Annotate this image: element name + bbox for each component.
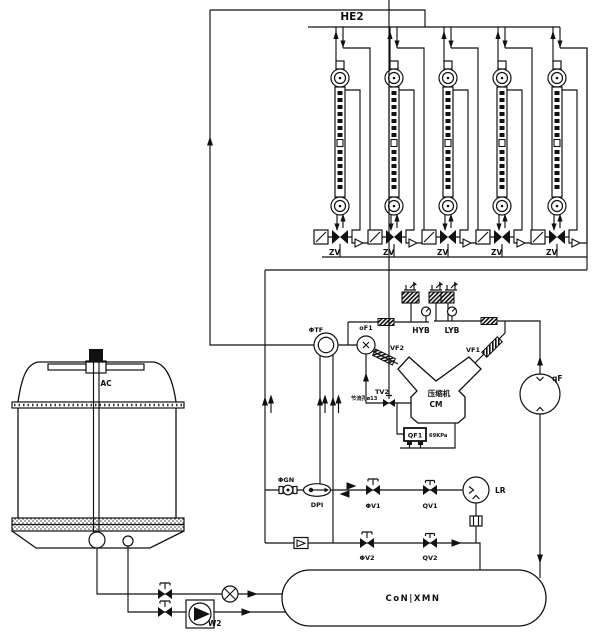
flow-arrow-icon: [346, 482, 357, 490]
sight-glass: [293, 536, 309, 550]
ac-label: AC: [100, 379, 112, 388]
lr-label: LR: [495, 486, 506, 495]
water-loop: W2: [157, 582, 258, 629]
four-way-valve: ΦTF: [309, 326, 339, 358]
zv-label-1: ZV: [329, 248, 340, 257]
zv-label-5: ZV: [546, 248, 557, 257]
bypass-row: ΦV2 QV2: [293, 531, 462, 562]
qf-label: qF: [552, 374, 563, 383]
condenser-vessel: CoN|XMN: [281, 569, 547, 627]
he-column-1: [313, 26, 371, 258]
zv-label-4: ZV: [491, 248, 502, 257]
w2-label: W2: [208, 619, 222, 628]
qf1-pressure-label: 69KPa: [429, 433, 448, 439]
fan-qf: qF: [519, 356, 563, 564]
water-valve-lower: [157, 600, 173, 618]
qv2-label: QV2: [422, 554, 437, 562]
flow-arrow-icon: [241, 608, 252, 616]
liquid-line-row: ΦGN DPI ΦV1 QV1 LR: [278, 476, 506, 527]
four-way-valve-label: ΦTF: [309, 326, 323, 334]
dpi-label: DPI: [311, 501, 324, 509]
vf1-label: VF1: [466, 346, 480, 354]
gn-fitting: ΦGN: [278, 476, 298, 496]
qf1-label: QF1: [408, 432, 423, 440]
flow-arrow-icon: [537, 554, 543, 564]
compressor-id-label: CM: [430, 400, 443, 409]
suction-muffler-icon: [377, 318, 395, 326]
zv-label-3: ZV: [437, 248, 448, 257]
valve-qv1: [422, 479, 438, 496]
flow-arrow-icon: [451, 539, 462, 547]
oil-separator: oF1: [356, 324, 376, 355]
qf1-switch: QF1 69KPa: [403, 427, 448, 445]
hyb-label: HYB: [412, 326, 430, 335]
flow-arrow-icon: [363, 372, 369, 382]
lyb-label: LYB: [445, 326, 460, 335]
flow-arrow-icon: [247, 590, 258, 598]
condenser-label: CoN|XMN: [386, 594, 441, 604]
tv2-valve: TV2 节流孔ø13: [351, 0, 395, 407]
flow-indicator: [221, 585, 239, 603]
level-gauge: LR: [462, 476, 506, 527]
flow-arrows: [207, 136, 342, 406]
v2-label: ΦV2: [359, 554, 374, 562]
he-column-4: [475, 26, 533, 258]
pressure-gauge-icon: [420, 306, 432, 317]
compressor-cn-label: 压缩机: [428, 388, 451, 398]
he-column-5: [530, 26, 588, 258]
cooling-tower: AC: [11, 349, 185, 549]
vf2-label: VF2: [390, 344, 404, 352]
relief-valve-icon: [403, 280, 418, 291]
heat-exchanger-bank: HE2 ZV ZV ZV ZV ZV: [313, 11, 588, 258]
tv2-note: 节流孔ø13: [351, 394, 378, 402]
qv1-label: QV1: [422, 502, 438, 510]
valve-v1: [365, 478, 381, 496]
valve-qv2: [422, 532, 438, 549]
filter-vf1-icon: [481, 336, 503, 358]
discharge-muffler-icon: [480, 317, 498, 325]
tv2-label: TV2: [375, 388, 389, 396]
pipe-network: [96, 9, 588, 613]
water-pump: W2: [185, 599, 222, 629]
v1-label: ΦV1: [365, 502, 381, 510]
he2-label: HE2: [340, 11, 363, 23]
gn-label: ΦGN: [278, 476, 294, 484]
gauge-manifolds: HYB LYB: [377, 280, 498, 335]
he-column-2: [367, 26, 425, 258]
oil-separator-label: oF1: [359, 324, 373, 332]
valve-v2: [359, 531, 375, 549]
pressure-gauge-icon: [446, 306, 458, 317]
flow-arrow-icon: [339, 490, 350, 498]
dpi-filter: DPI: [302, 483, 332, 509]
he-column-3: [421, 26, 479, 258]
water-valve-upper: [157, 582, 173, 600]
relief-valve-icon: [444, 280, 459, 291]
compressor: VF2 VF1 压缩机 CM TV2 节流孔ø13 QF1 69KPa: [351, 0, 503, 445]
flow-arrow-icon: [537, 356, 543, 366]
relief-valve-icon: [429, 280, 444, 291]
